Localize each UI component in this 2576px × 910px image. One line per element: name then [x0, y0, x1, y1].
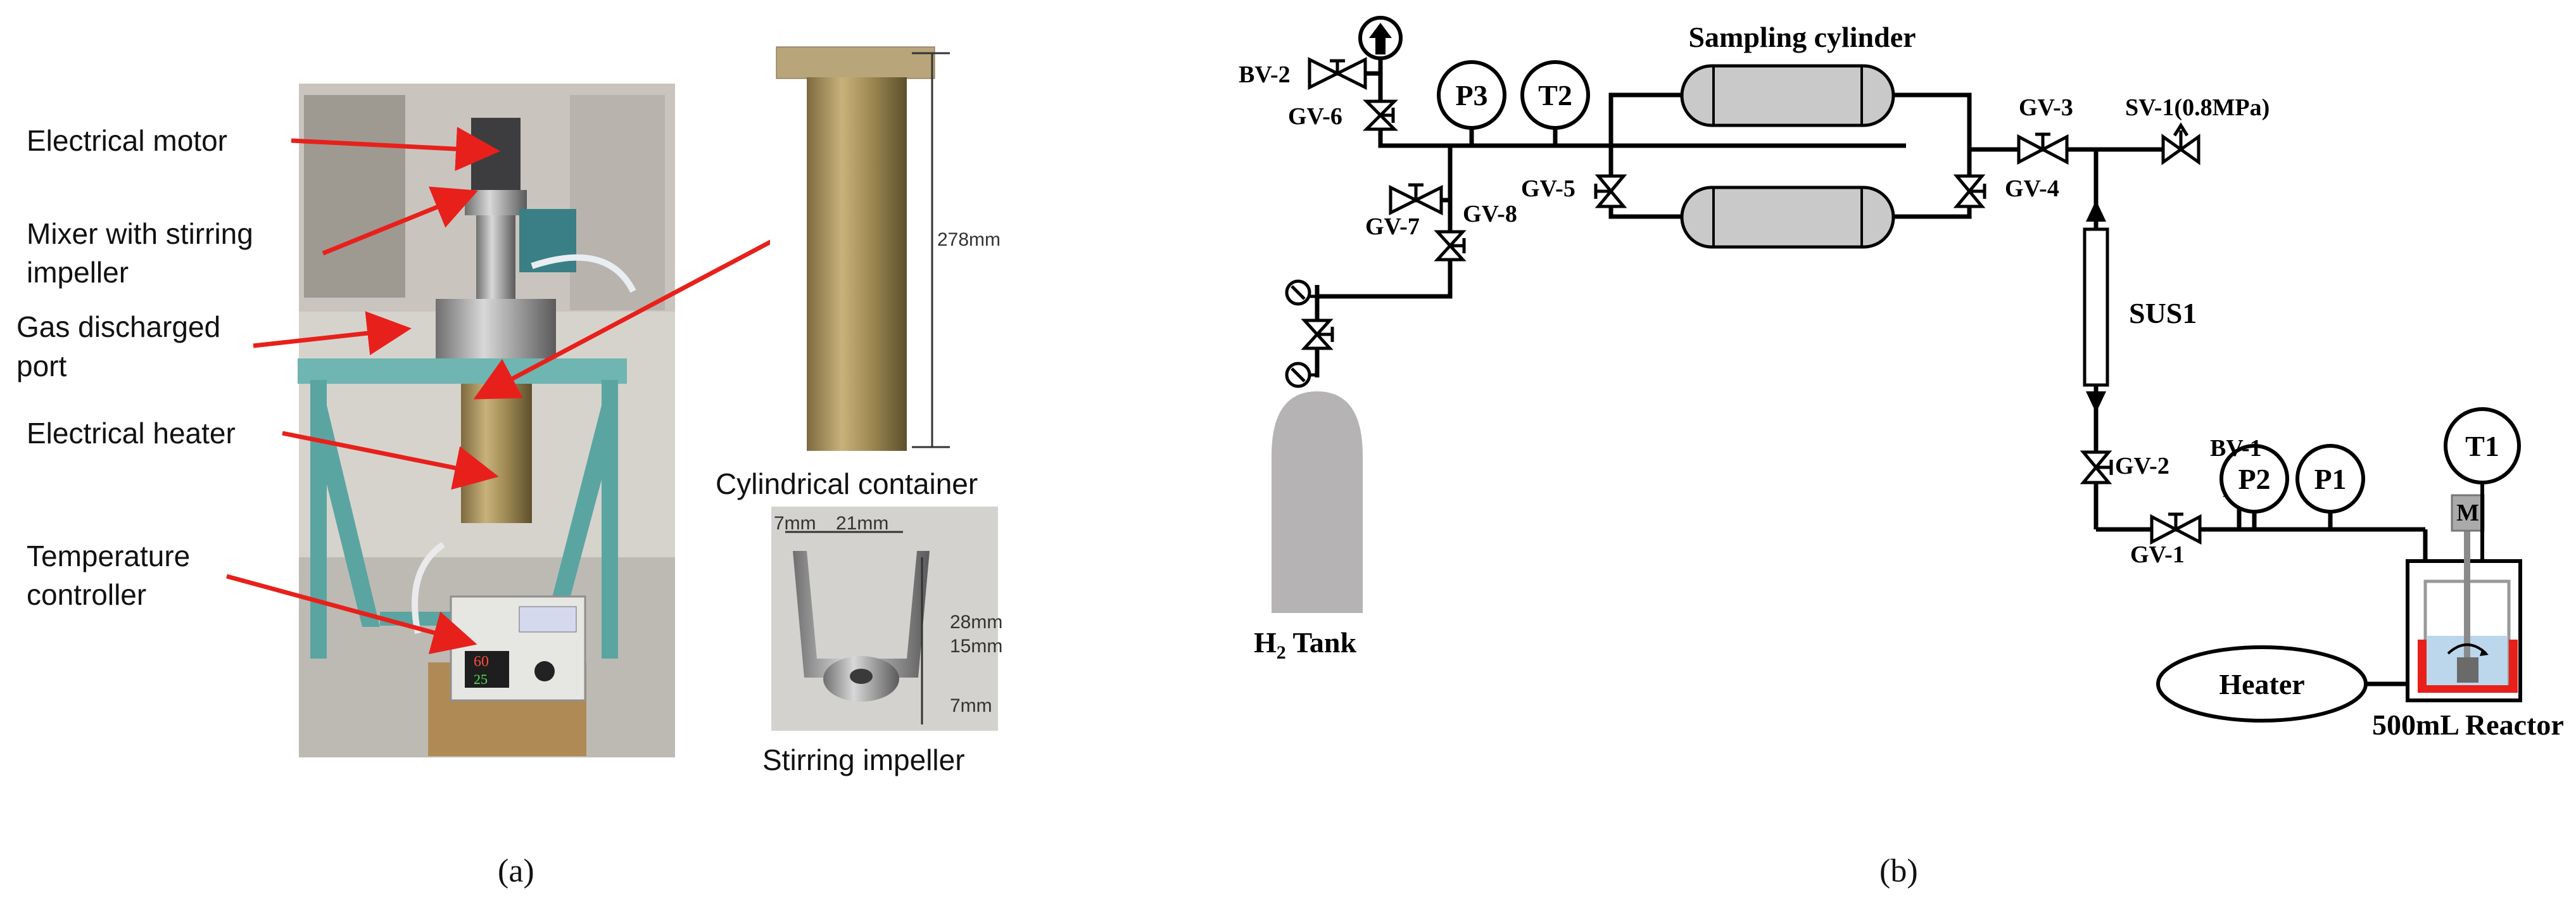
- valve-labels: BV-2 GV-6 GV-7 GV-8 GV-5 GV-4 GV-3 SV-1(…: [1239, 61, 2270, 568]
- arrow-controller: [226, 574, 477, 655]
- sus1-label: SUS1: [2129, 297, 2197, 329]
- valve-gv6: [1362, 99, 1399, 131]
- reactor: M 500mL Reactor: [2372, 483, 2564, 741]
- container-dimension: 278mm: [937, 229, 1001, 250]
- panel-a: 60 25 Electrical motor Mixer with stirri…: [16, 46, 1002, 889]
- arrow-gas-port: [253, 311, 412, 355]
- label-bv2: BV-2: [1239, 61, 1291, 88]
- label-gv6: GV-6: [1288, 103, 1342, 130]
- sensor-p1-label: P1: [2314, 463, 2346, 495]
- arrow-motor: [291, 127, 500, 172]
- label-bv1: BV-1: [2210, 435, 2262, 462]
- panel-b: P3 T2 P2 P1 T1 Sampling cylinder SUS1: [1239, 16, 2564, 889]
- vent-arrow-icon: [1358, 16, 1403, 60]
- h2-tank: H2 Tank: [1254, 391, 1363, 663]
- sensor-p1: [2295, 444, 2365, 514]
- sampling-cylinder-bottom: [1680, 186, 1895, 249]
- container-photo: 278mm: [770, 46, 1001, 455]
- label-gv8: GV-8: [1463, 201, 1517, 227]
- label-gv2: GV-2: [2115, 453, 2169, 479]
- impeller-dim-21mm: 21mm: [836, 513, 888, 534]
- regulator-gauges: [1285, 279, 1317, 388]
- label-gv5: GV-5: [1521, 175, 1575, 202]
- arrow-heater: [282, 431, 499, 490]
- label-temperature-line1: Temperature: [27, 540, 190, 572]
- label-gv3: GV-3: [2019, 94, 2073, 121]
- label-gv7: GV-7: [1365, 213, 1420, 240]
- heating-jacket: [2418, 640, 2518, 693]
- sensors: P3 T2 P2 P1 T1: [1437, 60, 2521, 514]
- heater-label: Heater: [2219, 668, 2304, 700]
- reactor-label: 500mL Reactor: [2372, 709, 2564, 741]
- label-gv1: GV-1: [2130, 541, 2185, 568]
- panel-b-label: (b): [1879, 853, 1918, 889]
- motor-box: [2451, 494, 2485, 532]
- impeller-photo: 7mm 21mm 28mm 15mm 7mm: [771, 507, 1002, 731]
- sampling-cylinder-title: Sampling cylinder: [1688, 21, 1916, 53]
- controller-knob: [534, 661, 555, 681]
- apparatus-photo: 60 25: [298, 84, 675, 757]
- impeller-dim-7mm-height: 7mm: [950, 695, 992, 716]
- arrow-mixer: [322, 186, 478, 256]
- heater-ellipse: [2156, 645, 2368, 723]
- label-electrical-motor: Electrical motor: [27, 124, 227, 157]
- label-electrical-heater: Electrical heater: [27, 417, 236, 450]
- h2-tank-label: H2 Tank: [1254, 626, 1356, 663]
- valves: [1301, 56, 2256, 545]
- label-temperature-line2: controller: [27, 578, 146, 611]
- label-arrows: [226, 127, 779, 655]
- caption-stirring-impeller: Stirring impeller: [762, 743, 965, 776]
- arrow-container: [473, 236, 779, 400]
- sensor-p2-label: P2: [2238, 463, 2270, 495]
- panel-a-label: (a): [498, 853, 534, 889]
- label-gas-port-line1: Gas discharged: [16, 310, 220, 343]
- sampling-cylinders: Sampling cylinder: [1680, 21, 1916, 249]
- controller-display-top: 60: [474, 654, 489, 670]
- sampling-cylinder-top: [1680, 64, 1895, 127]
- sensor-p3-label: P3: [1455, 79, 1487, 111]
- impeller-dim-7mm-width: 7mm: [774, 513, 816, 534]
- impeller-dim-28mm: 28mm: [950, 612, 1002, 633]
- piping: [1310, 46, 2428, 686]
- label-sv1: SV-1(0.8MPa): [2125, 94, 2270, 121]
- label-gv4: GV-4: [2005, 175, 2059, 202]
- sus1-tube: SUS1: [2083, 200, 2197, 413]
- caption-cylindrical-container: Cylindrical container: [716, 467, 978, 500]
- sensor-p2: [2219, 444, 2289, 514]
- heater: Heater: [2156, 645, 2368, 723]
- label-mixer-line2: impeller: [27, 256, 129, 289]
- sensor-p3: [1437, 60, 1506, 130]
- label-mixer-line1: Mixer with stirring: [27, 217, 253, 250]
- label-gas-port-line2: port: [16, 350, 66, 382]
- sensor-t1-label: T1: [2465, 430, 2499, 462]
- sensor-t2-label: T2: [1538, 79, 1572, 111]
- motor-label: M: [2456, 500, 2479, 526]
- controller-display-bottom: 25: [474, 671, 488, 687]
- impeller-dim-15mm: 15mm: [950, 636, 1002, 657]
- sensor-t2: [1520, 60, 1590, 130]
